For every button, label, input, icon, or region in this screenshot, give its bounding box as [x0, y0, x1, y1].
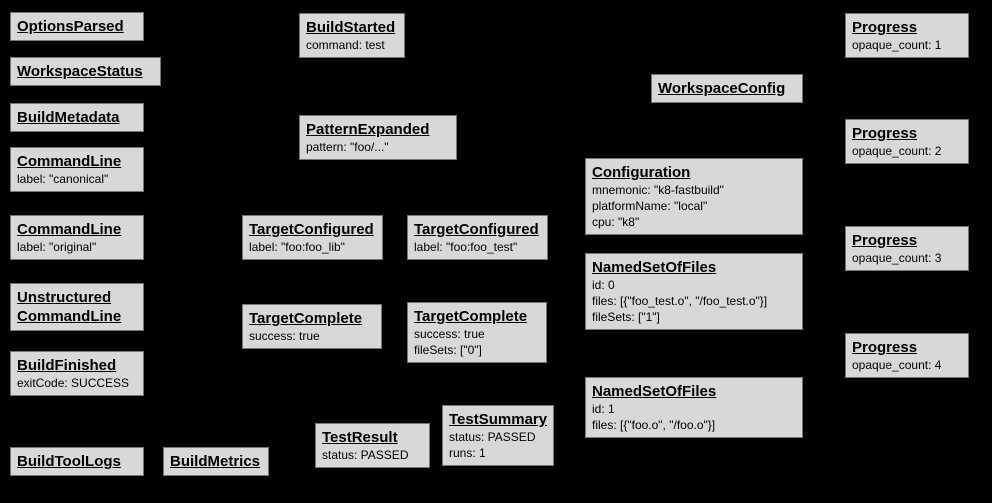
event-title: BuildStarted — [306, 19, 396, 36]
event-title: Progress — [852, 232, 918, 249]
event-title: TestSummary — [449, 411, 548, 428]
event-field: files: [{"foo_test.o", "/foo_test.o"}] — [592, 294, 768, 308]
event-field: label: "foo:foo_lib" — [249, 240, 345, 254]
event-field: fileSets: ["0"] — [414, 343, 482, 357]
event-title: Progress — [852, 19, 918, 36]
event-box-target-configured-foo-test: TargetConfigured label: "foo:foo_test" — [407, 215, 548, 260]
event-field: opaque_count: 3 — [852, 251, 942, 265]
event-title: BuildToolLogs — [17, 453, 121, 470]
event-box-named-set-of-files-0: NamedSetOfFiles id: 0 files: [{"foo_test… — [585, 253, 803, 330]
event-title: NamedSetOfFiles — [592, 259, 717, 276]
event-field: success: true — [249, 329, 320, 343]
event-field: cpu: "k8" — [592, 215, 640, 229]
event-field: label: "original" — [17, 240, 97, 254]
event-box-command-line-original: CommandLine label: "original" — [10, 215, 144, 260]
event-title: Progress — [852, 125, 918, 142]
event-field: opaque_count: 1 — [852, 38, 942, 52]
event-title: CommandLine — [17, 153, 122, 170]
event-title: BuildMetadata — [17, 109, 120, 126]
event-field: label: "foo:foo_test" — [414, 240, 518, 254]
event-box-target-complete-foo-test: TargetComplete success: true fileSets: [… — [407, 302, 547, 363]
event-field: opaque_count: 2 — [852, 144, 942, 158]
event-box-test-summary: TestSummary status: PASSED runs: 1 — [442, 405, 554, 466]
event-field: status: PASSED — [449, 430, 536, 444]
event-field: command: test — [306, 38, 385, 52]
event-title: Unstructured CommandLine — [17, 289, 122, 325]
event-title: TargetConfigured — [414, 221, 539, 238]
event-field: opaque_count: 4 — [852, 358, 942, 372]
event-field: id: 0 — [592, 278, 615, 292]
event-box-build-metrics: BuildMetrics — [163, 447, 269, 476]
event-field: label: "canonical" — [17, 172, 109, 186]
event-title: WorkspaceStatus — [17, 63, 143, 80]
event-box-command-line-canonical: CommandLine label: "canonical" — [10, 147, 144, 192]
event-box-workspace-status: WorkspaceStatus — [10, 57, 161, 86]
event-box-pattern-expanded: PatternExpanded pattern: "foo/..." — [299, 115, 457, 160]
event-field: platformName: "local" — [592, 199, 708, 213]
event-box-progress-3: Progress opaque_count: 3 — [845, 226, 969, 271]
event-field: pattern: "foo/..." — [306, 140, 389, 154]
event-box-unstructured-command-line: Unstructured CommandLine — [10, 283, 144, 331]
event-title: NamedSetOfFiles — [592, 383, 717, 400]
event-box-progress-2: Progress opaque_count: 2 — [845, 119, 969, 164]
event-title: TargetComplete — [249, 310, 363, 327]
event-box-workspace-config: WorkspaceConfig — [651, 74, 803, 103]
event-box-options-parsed: OptionsParsed — [10, 12, 144, 41]
event-box-build-tool-logs: BuildToolLogs — [10, 447, 144, 476]
event-title: Progress — [852, 339, 918, 356]
event-title: BuildMetrics — [170, 453, 261, 470]
event-field: fileSets: ["1"] — [592, 310, 660, 324]
event-box-build-metadata: BuildMetadata — [10, 103, 144, 132]
event-field: files: [{"foo.o", "/foo.o"}] — [592, 418, 716, 432]
event-box-named-set-of-files-1: NamedSetOfFiles id: 1 files: [{"foo.o", … — [585, 377, 803, 438]
event-title: BuildFinished — [17, 357, 117, 374]
event-title: Configuration — [592, 164, 691, 181]
event-box-target-configured-foo-lib: TargetConfigured label: "foo:foo_lib" — [242, 215, 383, 260]
event-title: TestResult — [322, 429, 398, 446]
event-field: success: true — [414, 327, 485, 341]
event-title: OptionsParsed — [17, 18, 124, 35]
event-field: status: PASSED — [322, 448, 409, 462]
event-box-build-started: BuildStarted command: test — [299, 13, 405, 58]
event-box-progress-1: Progress opaque_count: 1 — [845, 13, 969, 58]
event-field: runs: 1 — [449, 446, 486, 460]
event-title: TargetComplete — [414, 308, 528, 325]
event-box-target-complete-foo-lib: TargetComplete success: true — [242, 304, 382, 349]
event-box-configuration: Configuration mnemonic: "k8-fastbuild" p… — [585, 158, 803, 235]
event-box-test-result: TestResult status: PASSED — [315, 423, 430, 468]
event-title: TargetConfigured — [249, 221, 374, 238]
event-field: mnemonic: "k8-fastbuild" — [592, 183, 724, 197]
event-title: WorkspaceConfig — [658, 80, 786, 97]
event-box-build-finished: BuildFinished exitCode: SUCCESS — [10, 351, 144, 396]
event-field: exitCode: SUCCESS — [17, 376, 130, 390]
event-title: CommandLine — [17, 221, 122, 238]
event-field: id: 1 — [592, 402, 615, 416]
event-box-progress-4: Progress opaque_count: 4 — [845, 333, 969, 378]
event-title: PatternExpanded — [306, 121, 430, 138]
